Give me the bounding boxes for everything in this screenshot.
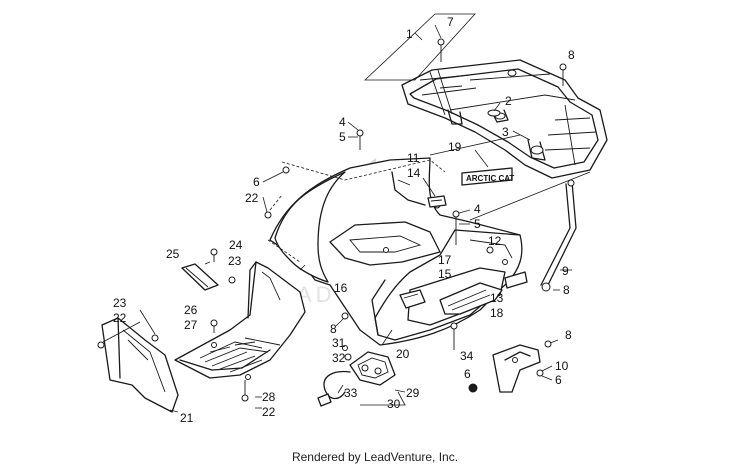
emblem-14 bbox=[427, 195, 447, 208]
callout-26: 26 bbox=[184, 303, 198, 317]
callout-19: 19 bbox=[448, 140, 462, 154]
callout-22-left: 22 bbox=[113, 311, 127, 325]
callout-6-left: 6 bbox=[253, 175, 260, 189]
callout-29: 29 bbox=[406, 386, 420, 400]
callout-22-bottom: 22 bbox=[262, 405, 276, 419]
callout-23-upper: 23 bbox=[228, 254, 242, 268]
screw-4-5-right bbox=[452, 210, 460, 245]
callout-25: 25 bbox=[166, 247, 180, 261]
callout-20: 20 bbox=[396, 347, 410, 361]
fender-dashed-outline bbox=[281, 159, 446, 181]
callouts-repeated: 4 5 6 6 8 8 8 23 22 22 bbox=[113, 202, 572, 419]
floorboard-26 bbox=[174, 261, 306, 380]
emblem-19: ARCTIC CAT bbox=[461, 167, 514, 186]
callout-8-bar: 8 bbox=[563, 283, 570, 297]
callout-14: 14 bbox=[407, 166, 421, 180]
emblem-text: ARCTIC CAT bbox=[466, 174, 514, 183]
bolt-28 bbox=[241, 380, 249, 402]
screw-32 bbox=[344, 353, 352, 361]
callout-31: 31 bbox=[332, 336, 346, 350]
callouts: 1 2 3 4 5 6 7 8 9 10 11 12 13 14 15 16 1… bbox=[166, 15, 575, 425]
screw-22-mid bbox=[264, 211, 272, 219]
callout-24: 24 bbox=[229, 238, 243, 252]
bolt-8-rack bbox=[559, 63, 567, 86]
callout-6-nut: 6 bbox=[464, 367, 471, 381]
callout-22-mid: 22 bbox=[245, 191, 259, 205]
screw-8-mid bbox=[341, 312, 349, 320]
support-bar-9 bbox=[540, 179, 577, 292]
callout-5-right: 5 bbox=[474, 217, 481, 231]
screw-23-upper bbox=[228, 276, 236, 284]
callout-34: 34 bbox=[460, 349, 474, 363]
screw-24 bbox=[210, 248, 218, 262]
rear-rack bbox=[401, 59, 608, 179]
callout-15: 15 bbox=[438, 267, 452, 281]
nut-6 bbox=[468, 383, 478, 393]
tail-light-30 bbox=[349, 351, 396, 386]
callout-17: 17 bbox=[438, 253, 452, 267]
callout-32: 32 bbox=[332, 351, 346, 365]
screw-31 bbox=[342, 345, 348, 351]
side-shield-21 bbox=[101, 317, 179, 413]
screw-23-left bbox=[151, 334, 159, 342]
screw-22-left bbox=[97, 341, 105, 349]
callout-8-bracket: 8 bbox=[565, 328, 572, 342]
screw-6-left bbox=[282, 166, 290, 174]
callout-3: 3 bbox=[502, 125, 509, 139]
callout-21: 21 bbox=[180, 411, 194, 425]
callout-27: 27 bbox=[184, 318, 198, 332]
callout-11: 11 bbox=[407, 151, 420, 165]
callout-4-left: 4 bbox=[339, 115, 346, 129]
callout-8-rack: 8 bbox=[568, 48, 575, 62]
bracket-25 bbox=[181, 263, 219, 291]
callout-4-right: 4 bbox=[474, 202, 481, 216]
callout-6-bracket: 6 bbox=[555, 373, 562, 387]
screw-27 bbox=[210, 319, 218, 333]
callout-33: 33 bbox=[344, 386, 358, 400]
callout-23-left: 23 bbox=[113, 296, 127, 310]
callout-18: 18 bbox=[490, 306, 504, 320]
callout-7: 7 bbox=[447, 15, 454, 29]
callout-10: 10 bbox=[555, 359, 569, 373]
footer-credit: Rendered by LeadVenture, Inc. bbox=[291, 450, 459, 464]
washer-2 bbox=[487, 109, 501, 117]
callout-30: 30 bbox=[387, 397, 401, 411]
bracket-10 bbox=[492, 340, 552, 393]
callout-12: 12 bbox=[488, 234, 502, 248]
callout-28: 28 bbox=[262, 390, 276, 404]
screw-4-5-left bbox=[356, 129, 364, 150]
screw-34 bbox=[450, 322, 458, 350]
callout-5-left: 5 bbox=[339, 130, 346, 144]
callout-line-1 bbox=[363, 13, 476, 81]
wire-harness-33 bbox=[317, 370, 351, 407]
bolt-7 bbox=[437, 38, 445, 62]
callout-2: 2 bbox=[505, 94, 512, 108]
callout-9: 9 bbox=[562, 264, 569, 278]
callout-13: 13 bbox=[490, 291, 504, 305]
callout-1: 1 bbox=[406, 27, 413, 41]
callout-8-mid: 8 bbox=[330, 322, 337, 336]
rear-fender bbox=[269, 157, 528, 346]
callout-16: 16 bbox=[334, 281, 348, 295]
